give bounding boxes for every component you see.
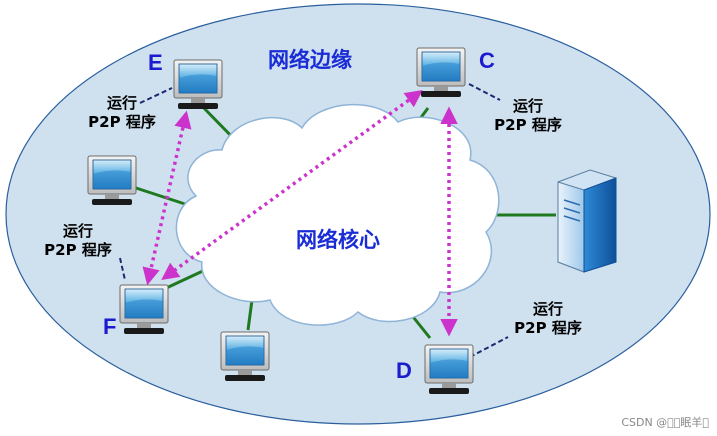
p2p-label-F: 运行 P2P 程序 bbox=[18, 222, 138, 260]
network-core-label: 网络核心 bbox=[296, 228, 380, 252]
p2p-label-line1: 运行 bbox=[106, 94, 137, 112]
node-label-C: C bbox=[479, 48, 495, 73]
p2p-label-line2: P2P 程序 bbox=[514, 319, 582, 337]
link-host-bottom bbox=[246, 299, 254, 331]
watermark: CSDN @  眠羊  bbox=[621, 416, 709, 429]
p2p-connections bbox=[142, 89, 458, 337]
p2p-label-E: 运行 P2P 程序 bbox=[62, 94, 182, 132]
p2p-label-line1: 运行 bbox=[62, 222, 93, 240]
p2p-label-line1: 运行 bbox=[512, 97, 543, 115]
p2p-label-line2: P2P 程序 bbox=[88, 113, 156, 131]
node-label-F: F bbox=[103, 314, 117, 339]
node-label-D: D bbox=[396, 358, 412, 383]
p2p-label-line2: P2P 程序 bbox=[44, 241, 112, 259]
node-label-E: E bbox=[148, 50, 163, 75]
p2p-label-line2: P2P 程序 bbox=[494, 116, 562, 134]
p2p-ties bbox=[119, 83, 509, 358]
p2p-label-C: 运行 P2P 程序 bbox=[468, 97, 588, 135]
server-icon bbox=[557, 169, 617, 273]
p2p-label-line1: 运行 bbox=[532, 300, 563, 318]
network-edge-label: 网络边缘 bbox=[268, 48, 352, 72]
p2p-label-D: 运行 P2P 程序 bbox=[488, 300, 608, 338]
